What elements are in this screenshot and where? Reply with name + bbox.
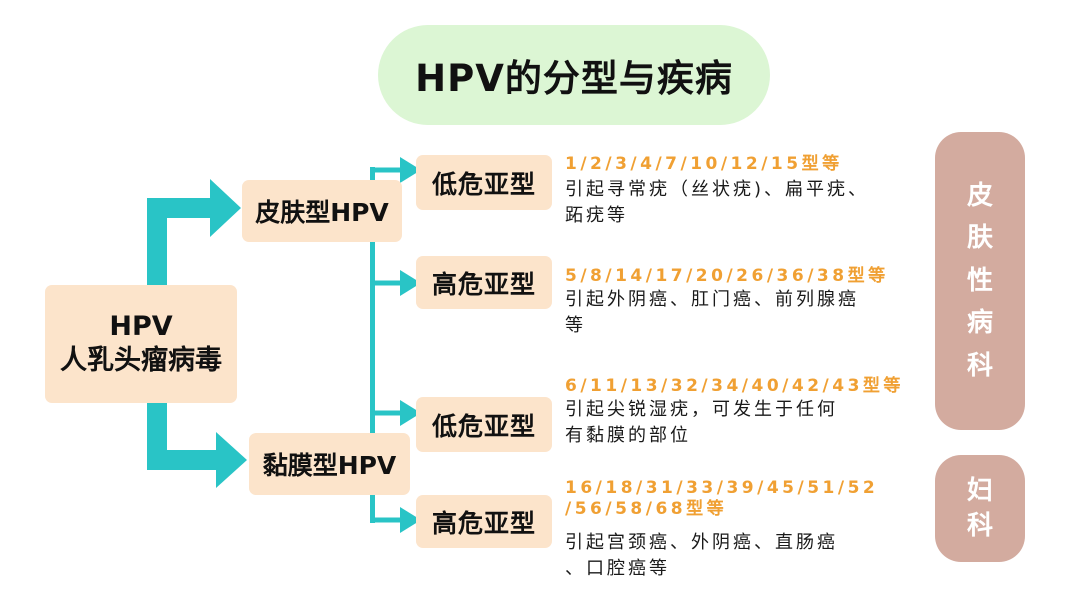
branch-node-label: 皮肤型HPV bbox=[255, 198, 389, 227]
subtype-node-label: 低危亚型 bbox=[431, 411, 536, 441]
branch-trunk-line bbox=[370, 167, 375, 523]
description-cutaneous-high-risk: 引起外阴癌、肛门癌、前列腺癌 等 bbox=[565, 287, 859, 339]
branch-node-cutaneous: 皮肤型HPV bbox=[242, 180, 402, 242]
types-line: 6/11/13/32/34/40/42/43型等 bbox=[565, 376, 904, 396]
branch-node-mucosal: 黏膜型HPV bbox=[249, 433, 410, 495]
description-line: 等 bbox=[565, 315, 586, 336]
subtype-node-label: 高危亚型 bbox=[431, 508, 536, 538]
types-line: /56/58/68型等 bbox=[565, 499, 728, 519]
subtype-node-cutaneous-low-risk: 低危亚型 bbox=[416, 155, 552, 210]
page-title: HPV的分型与疾病 bbox=[415, 57, 733, 100]
subtype-node-mucosal-high-risk: 高危亚型 bbox=[416, 495, 552, 548]
description-cutaneous-low-risk: 引起寻常疣（丝状疣)、扁平疣、 跖疣等 bbox=[565, 177, 869, 229]
root-node-name: 人乳头瘤病毒 bbox=[60, 345, 222, 376]
subtype-node-label: 高危亚型 bbox=[431, 269, 536, 299]
description-line: 引起尖锐湿疣，可发生于任何 bbox=[565, 399, 838, 420]
description-line: 引起外阴癌、肛门癌、前列腺癌 bbox=[565, 289, 859, 310]
description-mucosal-high-risk: 引起宫颈癌、外阴癌、直肠癌 、口腔癌等 bbox=[565, 530, 838, 582]
department-badge-gynecology: 妇科 bbox=[935, 455, 1025, 562]
description-line: 有黏膜的部位 bbox=[565, 425, 691, 446]
arrow-root-to-mucosal bbox=[147, 396, 247, 488]
branch-node-label: 黏膜型HPV bbox=[262, 451, 397, 480]
subtype-node-cutaneous-high-risk: 高危亚型 bbox=[416, 256, 552, 309]
department-label: 妇科 bbox=[967, 475, 994, 541]
root-node-hpv: HPV 人乳头瘤病毒 bbox=[45, 285, 237, 403]
types-line: 5/8/14/17/20/26/36/38型等 bbox=[565, 266, 889, 286]
description-line: 引起宫颈癌、外阴癌、直肠癌 bbox=[565, 532, 838, 553]
subtype-node-mucosal-low-risk: 低危亚型 bbox=[416, 397, 552, 452]
description-line: 引起寻常疣（丝状疣)、扁平疣、 bbox=[565, 179, 870, 200]
arrow-to-cutaneous-low-risk bbox=[370, 157, 421, 183]
types-line: 16/18/31/33/39/45/51/52 bbox=[565, 478, 879, 498]
root-node-abbrev: HPV bbox=[109, 311, 173, 342]
description-mucosal-low-risk: 引起尖锐湿疣，可发生于任何 有黏膜的部位 bbox=[565, 397, 838, 449]
types-list-mucosal-high-risk: 16/18/31/33/39/45/51/52 /56/58/68型等 bbox=[565, 478, 878, 520]
types-list-cutaneous-high-risk: 5/8/14/17/20/26/36/38型等 bbox=[565, 265, 889, 287]
arrow-root-to-cutaneous bbox=[147, 179, 241, 292]
types-line: 1/2/3/4/7/10/12/15型等 bbox=[565, 154, 843, 174]
subtype-node-label: 低危亚型 bbox=[431, 169, 536, 199]
types-list-cutaneous-low-risk: 1/2/3/4/7/10/12/15型等 bbox=[565, 153, 843, 175]
arrow-to-mucosal-low-risk bbox=[370, 400, 421, 426]
department-badge-dermatology: 皮肤性病科 bbox=[935, 132, 1025, 430]
description-line: 跖疣等 bbox=[565, 205, 628, 226]
description-line: 、口腔癌等 bbox=[565, 558, 670, 579]
arrow-to-cutaneous-high-risk bbox=[370, 270, 421, 296]
arrow-to-mucosal-high-risk bbox=[370, 507, 421, 533]
department-label: 皮肤性病科 bbox=[967, 180, 994, 381]
types-list-mucosal-low-risk: 6/11/13/32/34/40/42/43型等 bbox=[565, 375, 904, 397]
title-banner: HPV的分型与疾病 bbox=[378, 25, 770, 125]
